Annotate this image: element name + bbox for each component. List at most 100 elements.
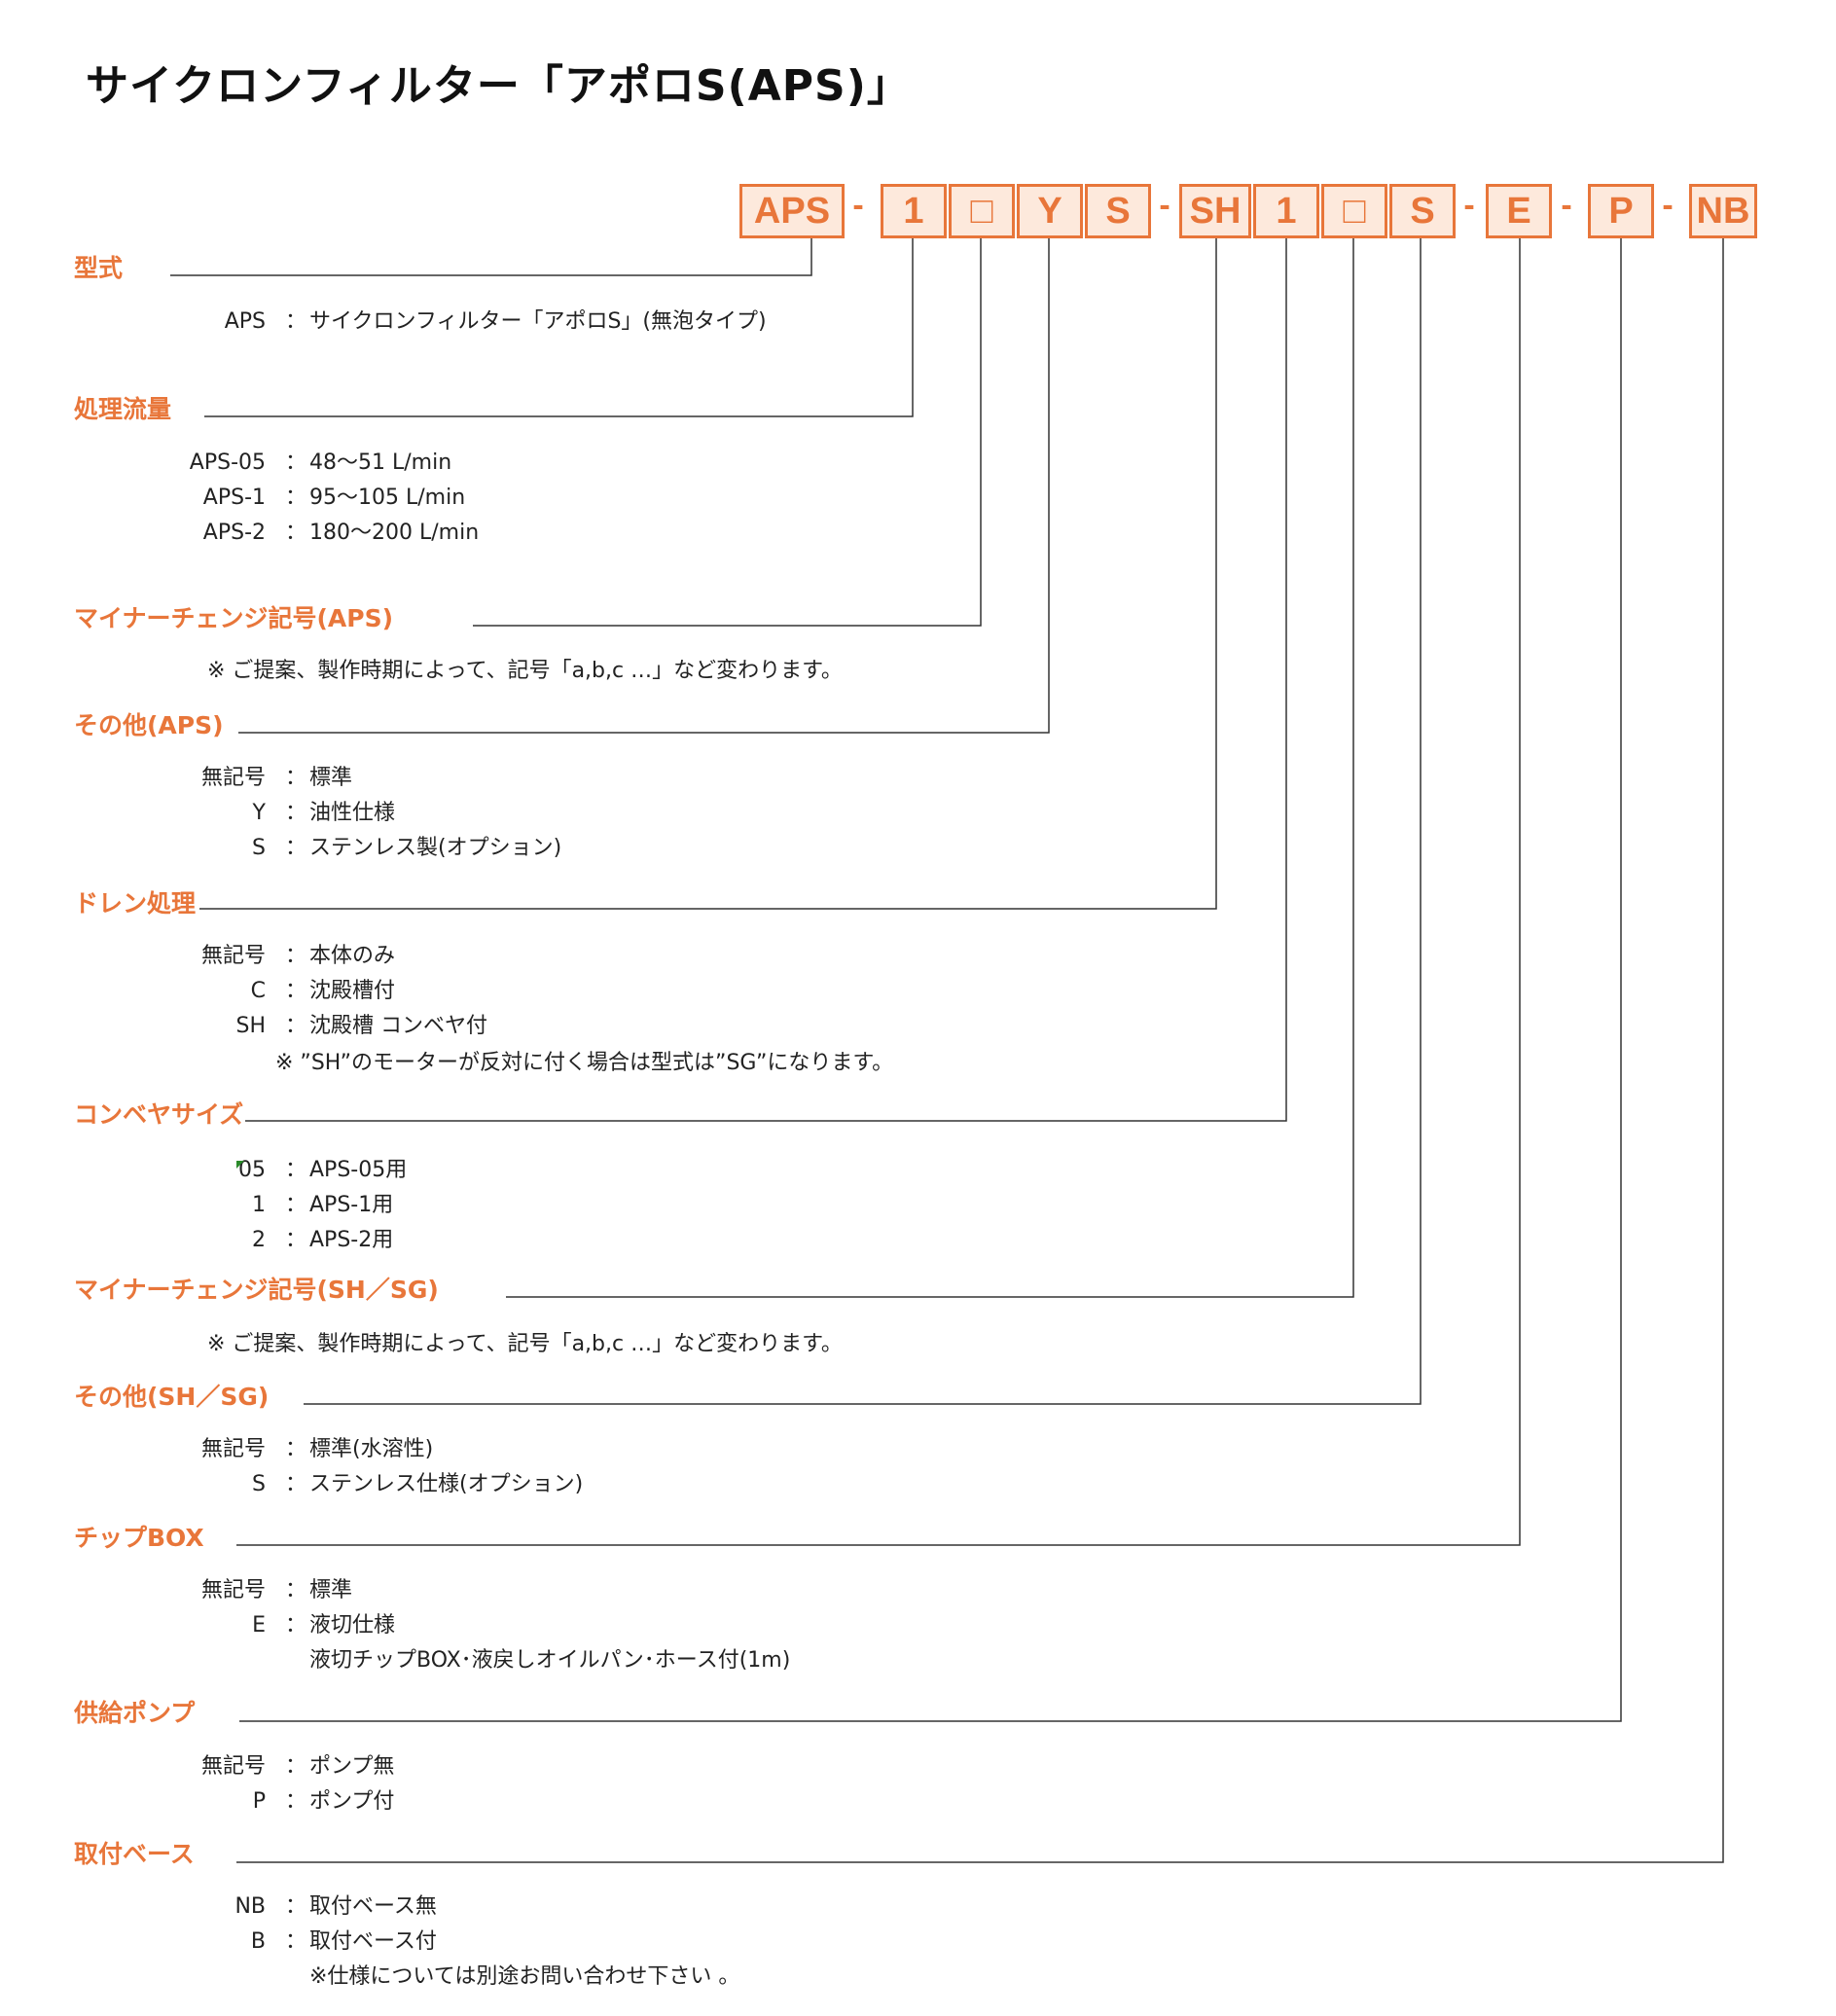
option-description: ※仕様については別途お問い合わせ下さい 。 bbox=[309, 1964, 740, 1989]
section-heading: その他(APS) bbox=[74, 711, 224, 739]
option-code: 2 bbox=[252, 1228, 266, 1252]
option-separator: ： bbox=[285, 1894, 307, 1919]
option-description: 95～105 L/min bbox=[309, 486, 466, 510]
option-separator: ： bbox=[285, 1613, 307, 1638]
option-separator: ： bbox=[285, 1472, 307, 1496]
option-separator: ： bbox=[285, 309, 307, 334]
connector-line bbox=[238, 238, 1050, 734]
option-code: APS-1 bbox=[202, 486, 266, 510]
option-code: 無記号 bbox=[200, 766, 266, 790]
option-code: APS-05 bbox=[189, 450, 266, 475]
option-separator: ： bbox=[285, 450, 307, 475]
option-description: 油性仕様 bbox=[309, 801, 396, 825]
code-segment-box: S bbox=[1085, 184, 1151, 238]
connector-line bbox=[304, 238, 1422, 1405]
code-segment-box: P bbox=[1588, 184, 1654, 238]
code-dash: - bbox=[1561, 187, 1572, 224]
option-description: 標準 bbox=[309, 1578, 353, 1602]
section-note: ※ ご提案、製作時期によって、記号「a,b,c …」など変わります。 bbox=[207, 1332, 843, 1356]
connector-line bbox=[236, 238, 1724, 1863]
connector-line bbox=[473, 238, 982, 627]
option-code: 無記号 bbox=[200, 1754, 266, 1779]
option-code: B bbox=[250, 1929, 266, 1954]
option-description: 液切チップBOX･液戻しオイルパン･ホース付(1m) bbox=[309, 1648, 791, 1673]
option-separator: ： bbox=[285, 1228, 307, 1252]
section-heading: 型式 bbox=[74, 254, 124, 282]
section-heading: マイナーチェンジ記号(SH／SG) bbox=[74, 1276, 439, 1304]
option-code: 無記号 bbox=[200, 1578, 266, 1602]
connector-line bbox=[204, 238, 914, 417]
code-segment-box: Y bbox=[1017, 184, 1083, 238]
code-segment-box: APS bbox=[739, 184, 845, 238]
code-segment-box: SH bbox=[1179, 184, 1251, 238]
option-description: 沈殿槽付 bbox=[309, 979, 396, 1003]
option-code: C bbox=[250, 979, 266, 1003]
option-separator: ： bbox=[285, 486, 307, 510]
code-dash: - bbox=[1463, 187, 1475, 224]
option-description: APS-1用 bbox=[309, 1193, 394, 1217]
option-description: 標準 bbox=[309, 766, 353, 790]
code-segment-box: E bbox=[1486, 184, 1552, 238]
option-code: SH bbox=[235, 1014, 266, 1038]
option-description: 取付ベース無 bbox=[309, 1894, 437, 1919]
option-separator: ： bbox=[285, 1789, 307, 1814]
option-description: 沈殿槽 コンベヤ付 bbox=[309, 1014, 487, 1038]
connector-line bbox=[239, 238, 1622, 1722]
option-description: ポンプ無 bbox=[309, 1754, 395, 1779]
option-description: 液切仕様 bbox=[309, 1613, 396, 1638]
connector-line bbox=[199, 238, 1217, 910]
option-separator: ： bbox=[285, 1578, 307, 1602]
option-code: S bbox=[252, 836, 266, 860]
option-description: 48～51 L/min bbox=[309, 450, 452, 475]
code-dash: - bbox=[1159, 187, 1170, 224]
code-segment-box: NB bbox=[1689, 184, 1757, 238]
option-code: S bbox=[252, 1472, 266, 1496]
option-code: 1 bbox=[252, 1193, 266, 1217]
code-segment-box: □ bbox=[949, 184, 1015, 238]
option-code: E bbox=[252, 1613, 266, 1638]
option-description: サイクロンフィルター「アポロS」(無泡タイプ) bbox=[309, 309, 767, 334]
option-separator: ： bbox=[285, 836, 307, 860]
section-note: ※ ”SH”のモーターが反対に付く場合は型式は”SG”になります。 bbox=[275, 1051, 894, 1075]
option-description: ステンレス仕様(オプション) bbox=[309, 1472, 584, 1496]
option-description: 標準(水溶性) bbox=[309, 1437, 434, 1461]
option-separator: ： bbox=[285, 979, 307, 1003]
option-separator: ： bbox=[285, 801, 307, 825]
option-separator: ： bbox=[285, 1158, 307, 1182]
option-separator: ： bbox=[285, 766, 307, 790]
section-note: ※ ご提案、製作時期によって、記号「a,b,c …」など変わります。 bbox=[207, 659, 843, 683]
section-heading: 取付ベース bbox=[74, 1840, 195, 1868]
code-segment-box: S bbox=[1389, 184, 1456, 238]
code-segment-box: □ bbox=[1321, 184, 1387, 238]
section-heading: 供給ポンプ bbox=[74, 1699, 196, 1727]
option-separator: ： bbox=[285, 1193, 307, 1217]
section-heading: その他(SH／SG) bbox=[74, 1383, 270, 1411]
code-dash: - bbox=[1662, 187, 1674, 224]
option-description: APS-2用 bbox=[309, 1228, 394, 1252]
option-code: Y bbox=[252, 801, 266, 825]
option-description: ポンプ付 bbox=[309, 1789, 395, 1814]
option-description: 取付ベース付 bbox=[309, 1929, 437, 1954]
option-separator: ： bbox=[285, 1929, 307, 1954]
option-description: ステンレス製(オプション) bbox=[309, 836, 562, 860]
code-dash: - bbox=[852, 187, 864, 224]
section-heading: 処理流量 bbox=[74, 395, 172, 423]
section-heading: チップBOX bbox=[74, 1524, 204, 1552]
code-segment-box: 1 bbox=[881, 184, 947, 238]
connector-line bbox=[506, 238, 1354, 1298]
option-code: 無記号 bbox=[200, 1437, 266, 1461]
connector-line bbox=[170, 238, 812, 276]
option-code: 05 bbox=[238, 1158, 266, 1182]
page-title: サイクロンフィルター「アポロS(APS)」 bbox=[86, 61, 911, 111]
option-code: APS-2 bbox=[202, 521, 266, 545]
option-code: APS bbox=[224, 309, 266, 334]
option-description: 180～200 L/min bbox=[309, 521, 480, 545]
option-code: P bbox=[252, 1789, 266, 1814]
section-heading: コンベヤサイズ bbox=[74, 1100, 244, 1129]
option-description: APS-05用 bbox=[309, 1158, 408, 1182]
option-separator: ： bbox=[285, 1754, 307, 1779]
code-segment-box: 1 bbox=[1253, 184, 1319, 238]
cell-comment-marker bbox=[236, 1161, 244, 1169]
option-description: 本体のみ bbox=[309, 944, 396, 968]
